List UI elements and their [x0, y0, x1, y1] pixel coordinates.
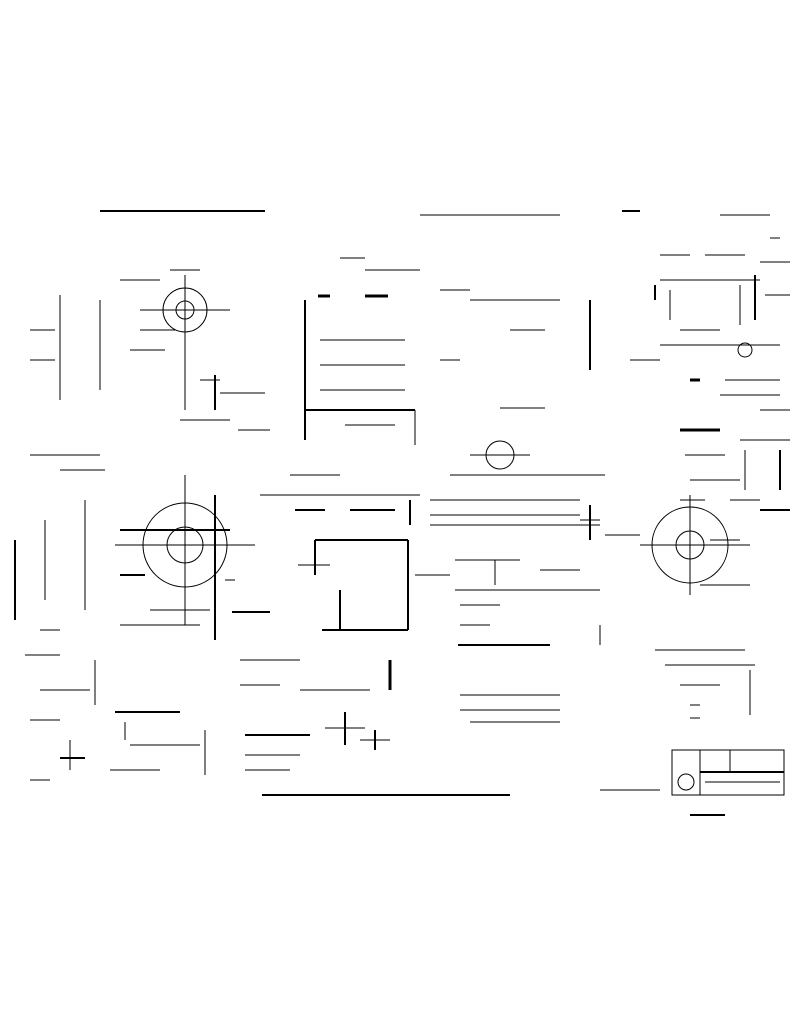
title-block [600, 749, 785, 816]
top-right-view [630, 237, 790, 490]
lower-right-notes [655, 649, 755, 719]
mid-right-view [605, 495, 790, 595]
center-view [260, 440, 605, 646]
top-center-notes [440, 289, 591, 409]
top-dimension-lines [100, 210, 770, 216]
lower-left-details [25, 654, 206, 781]
top-center-bracket [304, 257, 420, 445]
lower-center-details [240, 659, 560, 771]
mid-left-view [14, 454, 270, 640]
top-left-view [30, 269, 270, 431]
